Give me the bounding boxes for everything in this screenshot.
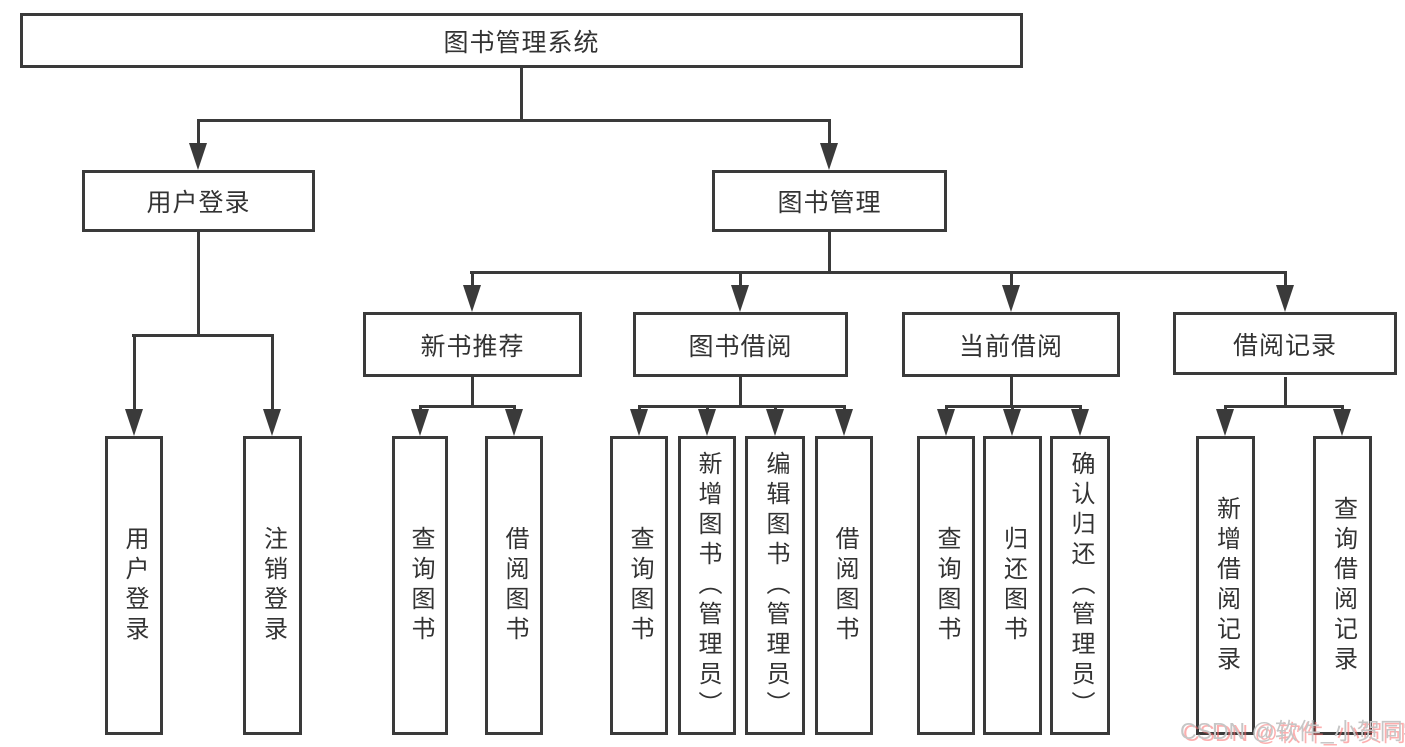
leaf-cb-query-books: 查询图书 <box>917 436 975 735</box>
connector-leaf-user-login-drop <box>133 334 136 412</box>
node-book-mgmt: 图书管理 <box>712 170 947 232</box>
node-new-books-label: 新书推荐 <box>420 332 525 361</box>
leaf-cb-confirm-return-admin-label: 确认归还（管理员） <box>1067 450 1094 721</box>
connector-root-stem <box>520 68 523 121</box>
connector-book-mgmt-rail <box>470 271 1287 274</box>
arrowhead-user-login <box>189 143 207 170</box>
leaf-user-login: 用户登录 <box>105 436 163 735</box>
leaf-bb-add-books-admin-label: 新增图书（管理员） <box>694 450 721 721</box>
arrowhead-leaf-nb2 <box>505 409 523 436</box>
leaf-bb-borrow-books: 借阅图书 <box>815 436 873 735</box>
arrowhead-leaf-nb1 <box>411 409 429 436</box>
leaf-logout: 注销登录 <box>243 436 302 735</box>
leaf-br-query-record-label: 查询借阅记录 <box>1329 495 1357 676</box>
arrowhead-leaf-br1 <box>1216 409 1234 436</box>
arrowhead-leaf-logout <box>263 409 281 436</box>
leaf-nb-query-books-label: 查询图书 <box>407 525 434 646</box>
connector-book-borrow-stem <box>739 377 742 407</box>
leaf-br-query-record: 查询借阅记录 <box>1313 436 1372 735</box>
arrowhead-current-borrow <box>1002 285 1020 312</box>
arrowhead-new-books <box>463 285 481 312</box>
leaf-cb-query-books-label: 查询图书 <box>933 525 960 646</box>
connector-borrow-records-drop <box>1284 271 1287 287</box>
node-user-login-label: 用户登录 <box>146 189 251 217</box>
arrowhead-book-borrow <box>731 285 749 312</box>
arrowhead-leaf-bb3 <box>766 409 784 436</box>
leaf-logout-label: 注销登录 <box>259 525 287 646</box>
connector-new-books-stem <box>471 377 474 407</box>
csdn-watermark: CSDN @软件_小贺同学 <box>1180 718 1405 744</box>
arrowhead-leaf-bb2 <box>698 409 716 436</box>
leaf-user-login-label: 用户登录 <box>121 525 148 646</box>
node-current-borrow: 当前借阅 <box>902 312 1120 377</box>
leaf-cb-return-books: 归还图书 <box>983 436 1042 735</box>
arrowhead-borrow-records <box>1276 285 1294 312</box>
node-current-borrow-label: 当前借阅 <box>958 332 1063 361</box>
connector-borrow-records-rail <box>1224 405 1344 408</box>
leaf-nb-query-books: 查询图书 <box>392 436 448 735</box>
connector-root-rail <box>197 119 831 122</box>
connector-new-books-rail <box>419 405 516 408</box>
connector-leaf-logout-drop <box>271 334 274 412</box>
leaf-bb-query-books-label: 查询图书 <box>626 525 653 646</box>
leaf-bb-add-books-admin: 新增图书（管理员） <box>678 436 736 735</box>
node-book-borrow: 图书借阅 <box>633 312 848 377</box>
connector-book-mgmt-drop <box>828 120 831 148</box>
connector-user-login-stem <box>197 232 200 336</box>
connector-book-mgmt-stem <box>828 232 831 274</box>
connector-book-borrow-drop <box>739 271 742 287</box>
leaf-br-add-record-label: 新增借阅记录 <box>1212 495 1240 676</box>
leaf-bb-query-books: 查询图书 <box>610 436 668 735</box>
arrowhead-leaf-bb4 <box>835 409 853 436</box>
node-new-books: 新书推荐 <box>363 312 582 377</box>
arrowhead-book-mgmt <box>820 143 838 170</box>
leaf-bb-edit-books-admin: 编辑图书（管理员） <box>745 436 805 735</box>
node-root: 图书管理系统 <box>20 13 1023 68</box>
connector-book-borrow-rail <box>638 405 846 408</box>
leaf-bb-borrow-books-label: 借阅图书 <box>831 525 858 646</box>
arrowhead-leaf-user-login <box>125 409 143 436</box>
node-root-label: 图书管理系统 <box>443 28 600 57</box>
connector-new-books-drop <box>471 271 474 287</box>
connector-current-borrow-stem <box>1010 377 1013 407</box>
node-book-mgmt-label: 图书管理 <box>777 189 882 217</box>
connector-borrow-records-stem <box>1284 377 1287 407</box>
leaf-nb-borrow-books-label: 借阅图书 <box>501 525 528 646</box>
node-user-login: 用户登录 <box>82 170 315 232</box>
node-borrow-records: 借阅记录 <box>1173 312 1397 375</box>
arrowhead-leaf-cb3 <box>1071 409 1089 436</box>
leaf-bb-edit-books-admin-label: 编辑图书（管理员） <box>762 450 789 721</box>
arrowhead-leaf-bb1 <box>630 409 648 436</box>
leaf-cb-return-books-label: 归还图书 <box>999 525 1027 646</box>
connector-user-login-drop <box>197 120 200 148</box>
node-borrow-records-label: 借阅记录 <box>1232 331 1337 360</box>
connector-user-login-rail <box>132 334 274 337</box>
arrowhead-leaf-cb1 <box>937 409 955 436</box>
arrowhead-leaf-br2 <box>1333 409 1351 436</box>
leaf-br-add-record: 新增借阅记录 <box>1196 436 1255 735</box>
arrowhead-leaf-cb2 <box>1003 409 1021 436</box>
leaf-nb-borrow-books: 借阅图书 <box>485 436 543 735</box>
node-book-borrow-label: 图书借阅 <box>688 332 793 361</box>
leaf-cb-confirm-return-admin: 确认归还（管理员） <box>1050 436 1110 735</box>
connector-current-borrow-drop <box>1010 271 1013 287</box>
